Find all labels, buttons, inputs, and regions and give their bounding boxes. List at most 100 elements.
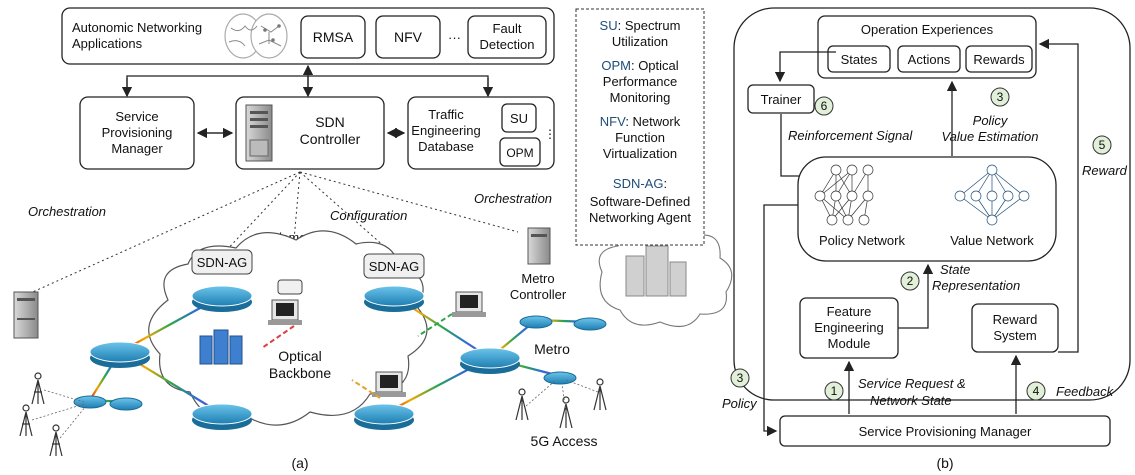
step-4: 4 [1033,384,1040,398]
policy-label: Policy [722,396,758,411]
rs-1: Reward [993,312,1038,327]
rs-box [971,303,1059,353]
router-icon [363,285,425,312]
legend-su-rest: : Spectrum [618,18,681,33]
step-2: 2 [907,274,914,288]
router-icon [459,347,521,374]
optical-2: Backbone [269,365,331,381]
spm-b: Service Provisioning Manager [859,424,1032,439]
legend-nfv-3: Virtualization [603,146,677,161]
telemetry-box [277,279,303,295]
sdn-ag-left: SDN-AG [197,255,248,270]
step-6: 6 [821,99,828,113]
rs-2: System [993,328,1036,343]
antenna-icons [19,372,607,457]
policy-network-icon [814,164,874,226]
step-5: 5 [1099,138,1106,152]
fe-1: Feature [827,304,872,319]
states: States [841,52,878,67]
sdn-ag-right-box [363,253,425,279]
sdn-ag-left-box [191,249,253,275]
legend-sdnag-2: Software-Defined [590,194,690,209]
app-fault-2: Detection [480,37,535,52]
networks-box [797,156,1057,262]
step-1-badge [824,381,844,401]
sdn-controller-box [235,96,385,170]
legend-opm-2: Performance [603,74,677,89]
panel-a: Autonomic Networking Applications RMSA N… [13,7,733,471]
step-3-left: 3 [737,371,744,385]
rewards-box [965,45,1033,73]
fault-box [467,15,547,59]
step-5-badge [1092,135,1112,155]
nfv-box [375,15,441,59]
spm-a-3: Manager [111,141,163,156]
monitor-icon [268,299,302,325]
trainer-box [747,84,815,114]
step-4-badge [1026,381,1046,401]
service-request-2: Network State [870,393,952,408]
step-6-badge [814,96,834,116]
orchestration-left: Orchestration [28,204,106,219]
legend-box [575,8,705,246]
legend-nfv-2: Function [615,130,665,145]
value-network: Value Network [950,233,1034,248]
legend-sdnag-abbr: SDN-AG [613,176,664,191]
policy-value-2: Value Estimation [941,129,1038,144]
caption-b: (b) [936,455,953,471]
app-fault-1: Fault [493,21,522,36]
router-icon [353,403,415,430]
actions: Actions [908,52,951,67]
step-2-badge [900,271,920,291]
legend-su-line: SU: Spectrum [600,18,681,33]
step-3-badge-top [990,87,1010,107]
feedback-label: Feedback [1056,384,1115,399]
ted-2: Engineering [411,123,480,138]
app-nfv: NFV [394,29,423,45]
ted-1: Traffic [428,107,464,122]
building-icon [625,245,687,297]
su-label: SU [510,111,528,126]
small-router-icon [73,315,607,411]
monitor-icon [372,371,406,397]
app-rmsa: RMSA [313,29,354,45]
sdn-2: Controller [300,131,361,147]
su-box [501,103,537,133]
server-icon [527,227,551,265]
spm-a-1: Service [115,109,158,124]
apps-title-1: Autonomic Networking [72,20,202,35]
fe-2: Engineering [814,320,883,335]
server-icon [245,104,273,162]
spm-box-b [779,415,1111,447]
legend-opm-rest: : Optical [631,58,679,73]
states-box [827,45,891,73]
metro-controller-1: Metro [521,271,554,286]
trainer: Trainer [761,92,802,107]
metro-controller-2: Controller [510,287,567,302]
router-icon [89,341,151,368]
spm-box-a [79,96,195,170]
access-5g: 5G Access [531,433,598,449]
ted-3: Database [418,139,474,154]
legend-opm-line: OPM: Optical [601,58,678,73]
sdn-ag-right: SDN-AG [369,259,420,274]
app-dots: ··· [448,30,461,45]
legend-nfv-line: NFV: Network [600,114,681,129]
sdn-1: SDN [315,114,345,130]
step-1: 1 [831,384,838,398]
orchestration-right: Orchestration [474,191,552,206]
caption-a: (a) [291,455,308,471]
optical-1: Optical [278,348,322,364]
reward-label: Reward [1082,163,1128,178]
policy-value-1: Policy [973,113,1009,128]
opm-box [499,137,541,167]
policy-network: Policy Network [819,233,905,248]
panel-b: Operation Experiences States Actions Rew… [722,7,1131,471]
op-exp-title: Operation Experiences [861,22,994,37]
rmsa-box [300,15,366,59]
state-rep-1: State [940,262,970,277]
actions-box [897,45,961,73]
metro-label: Metro [534,341,570,357]
